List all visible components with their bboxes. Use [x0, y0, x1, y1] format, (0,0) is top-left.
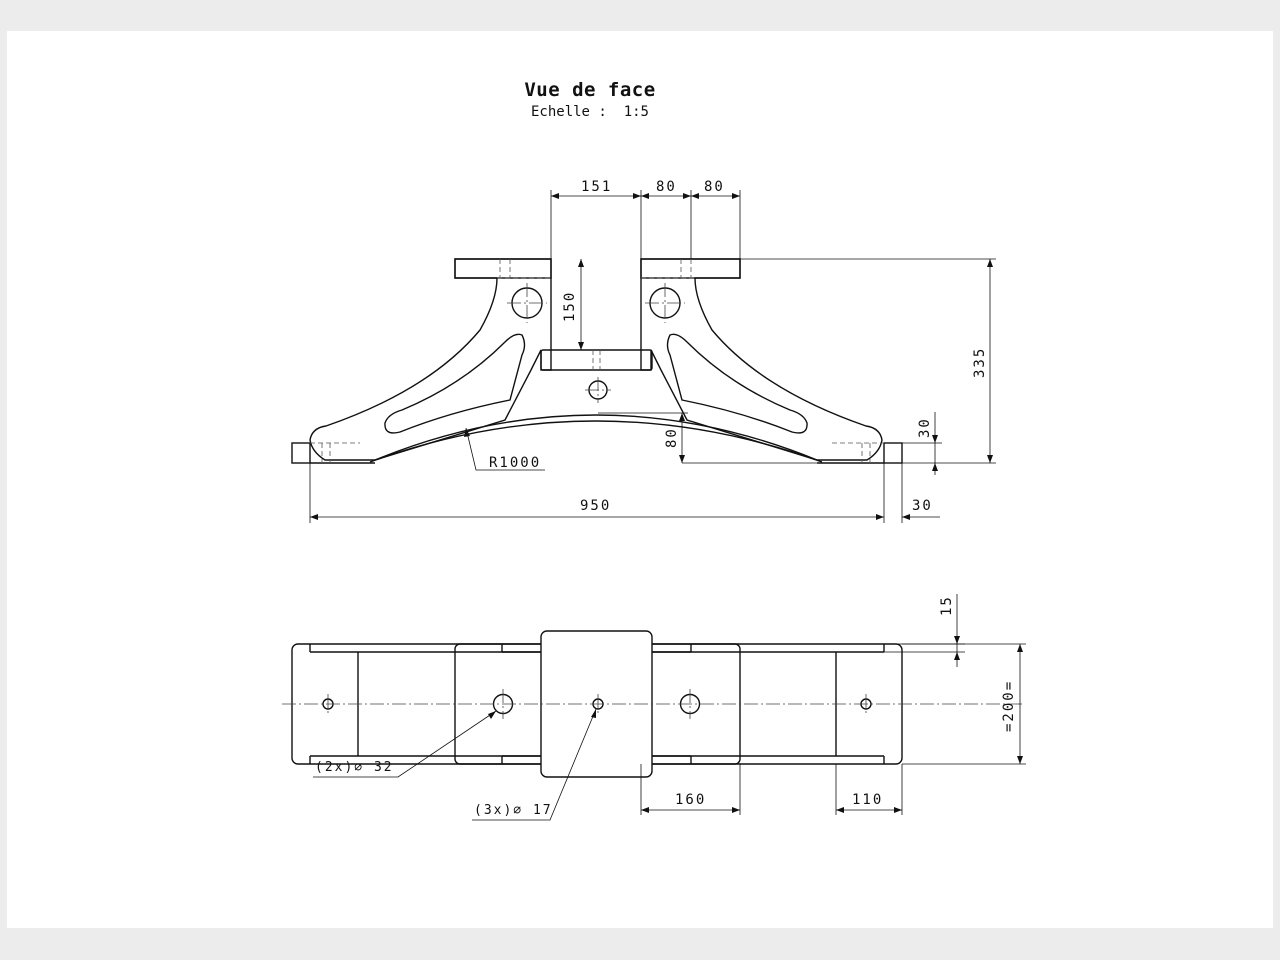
- right-bracket-pocket: [666, 333, 808, 434]
- left-foot-pad: [291, 442, 311, 464]
- label-holes-17: (3x)⌀ 17: [474, 803, 553, 818]
- dim-200: =200=: [1001, 680, 1017, 732]
- top-dimensions: 15 =200= 160 110 (2x)⌀ 32 (3x)⌀ 17: [313, 594, 1026, 821]
- arrowhead: [836, 807, 844, 813]
- leader-holes-32: [313, 710, 497, 778]
- dim-950: 950: [580, 498, 611, 514]
- leader-r1000: [465, 427, 545, 471]
- arrowhead: [464, 428, 470, 437]
- arrowhead: [954, 652, 960, 660]
- dim-160: 160: [675, 792, 706, 808]
- dim-30-h: 30: [912, 498, 933, 514]
- arrowhead: [732, 807, 740, 813]
- right-top-flange: [640, 258, 741, 279]
- arrowhead: [691, 193, 699, 199]
- arrowhead: [578, 342, 584, 350]
- dim-15: 15: [939, 595, 955, 616]
- drawing-sheet: [7, 31, 1273, 928]
- dim-335: 335: [972, 347, 988, 378]
- view-scale: Echelle : 1:5: [530, 104, 649, 120]
- arrowhead: [987, 259, 993, 267]
- label-holes-32: (2x)⌀ 32: [315, 760, 394, 775]
- center-plate: [540, 349, 653, 371]
- right-bracket-outline: [640, 258, 883, 461]
- dim-80-b: 80: [704, 179, 725, 195]
- arrowhead: [551, 193, 559, 199]
- arrowhead: [876, 514, 884, 520]
- arc-r1000-lower: [369, 420, 823, 463]
- arrowhead: [954, 636, 960, 644]
- right-foot-pad: [883, 442, 903, 464]
- arrowhead: [488, 711, 496, 719]
- arrowhead: [679, 455, 685, 463]
- view-title: Vue de face: [524, 79, 656, 101]
- arrowhead: [310, 514, 318, 520]
- dim-150: 150: [562, 291, 578, 322]
- dim-30-v: 30: [917, 417, 933, 438]
- arrowhead: [578, 259, 584, 267]
- front-view: [291, 258, 903, 464]
- arrowhead: [591, 709, 596, 718]
- left-bracket-pocket: [384, 333, 526, 434]
- arrowhead: [683, 193, 691, 199]
- arrowhead: [679, 413, 685, 421]
- left-bracket-outline: [309, 258, 552, 461]
- front-dimensions: 151 80 80 150 335 80 30 R1000: [309, 179, 996, 523]
- arrowhead: [1017, 644, 1023, 652]
- arrowhead: [633, 193, 641, 199]
- arc-r1000-upper: [374, 414, 818, 461]
- arrowhead: [732, 193, 740, 199]
- arrowhead: [641, 193, 649, 199]
- dim-151: 151: [581, 179, 612, 195]
- arrowhead: [932, 435, 938, 443]
- left-top-flange: [454, 258, 552, 279]
- arrowhead: [987, 455, 993, 463]
- arrowhead: [894, 807, 902, 813]
- arrowhead: [932, 463, 938, 471]
- dim-r1000: R1000: [489, 455, 541, 471]
- arrowhead: [1017, 756, 1023, 764]
- leader-holes-17: [472, 708, 597, 821]
- dim-110: 110: [852, 792, 883, 808]
- dim-80-c: 80: [664, 427, 680, 448]
- arrowhead: [902, 514, 910, 520]
- dim-80-a: 80: [656, 179, 677, 195]
- top-view: [282, 630, 1022, 778]
- arrowhead: [641, 807, 649, 813]
